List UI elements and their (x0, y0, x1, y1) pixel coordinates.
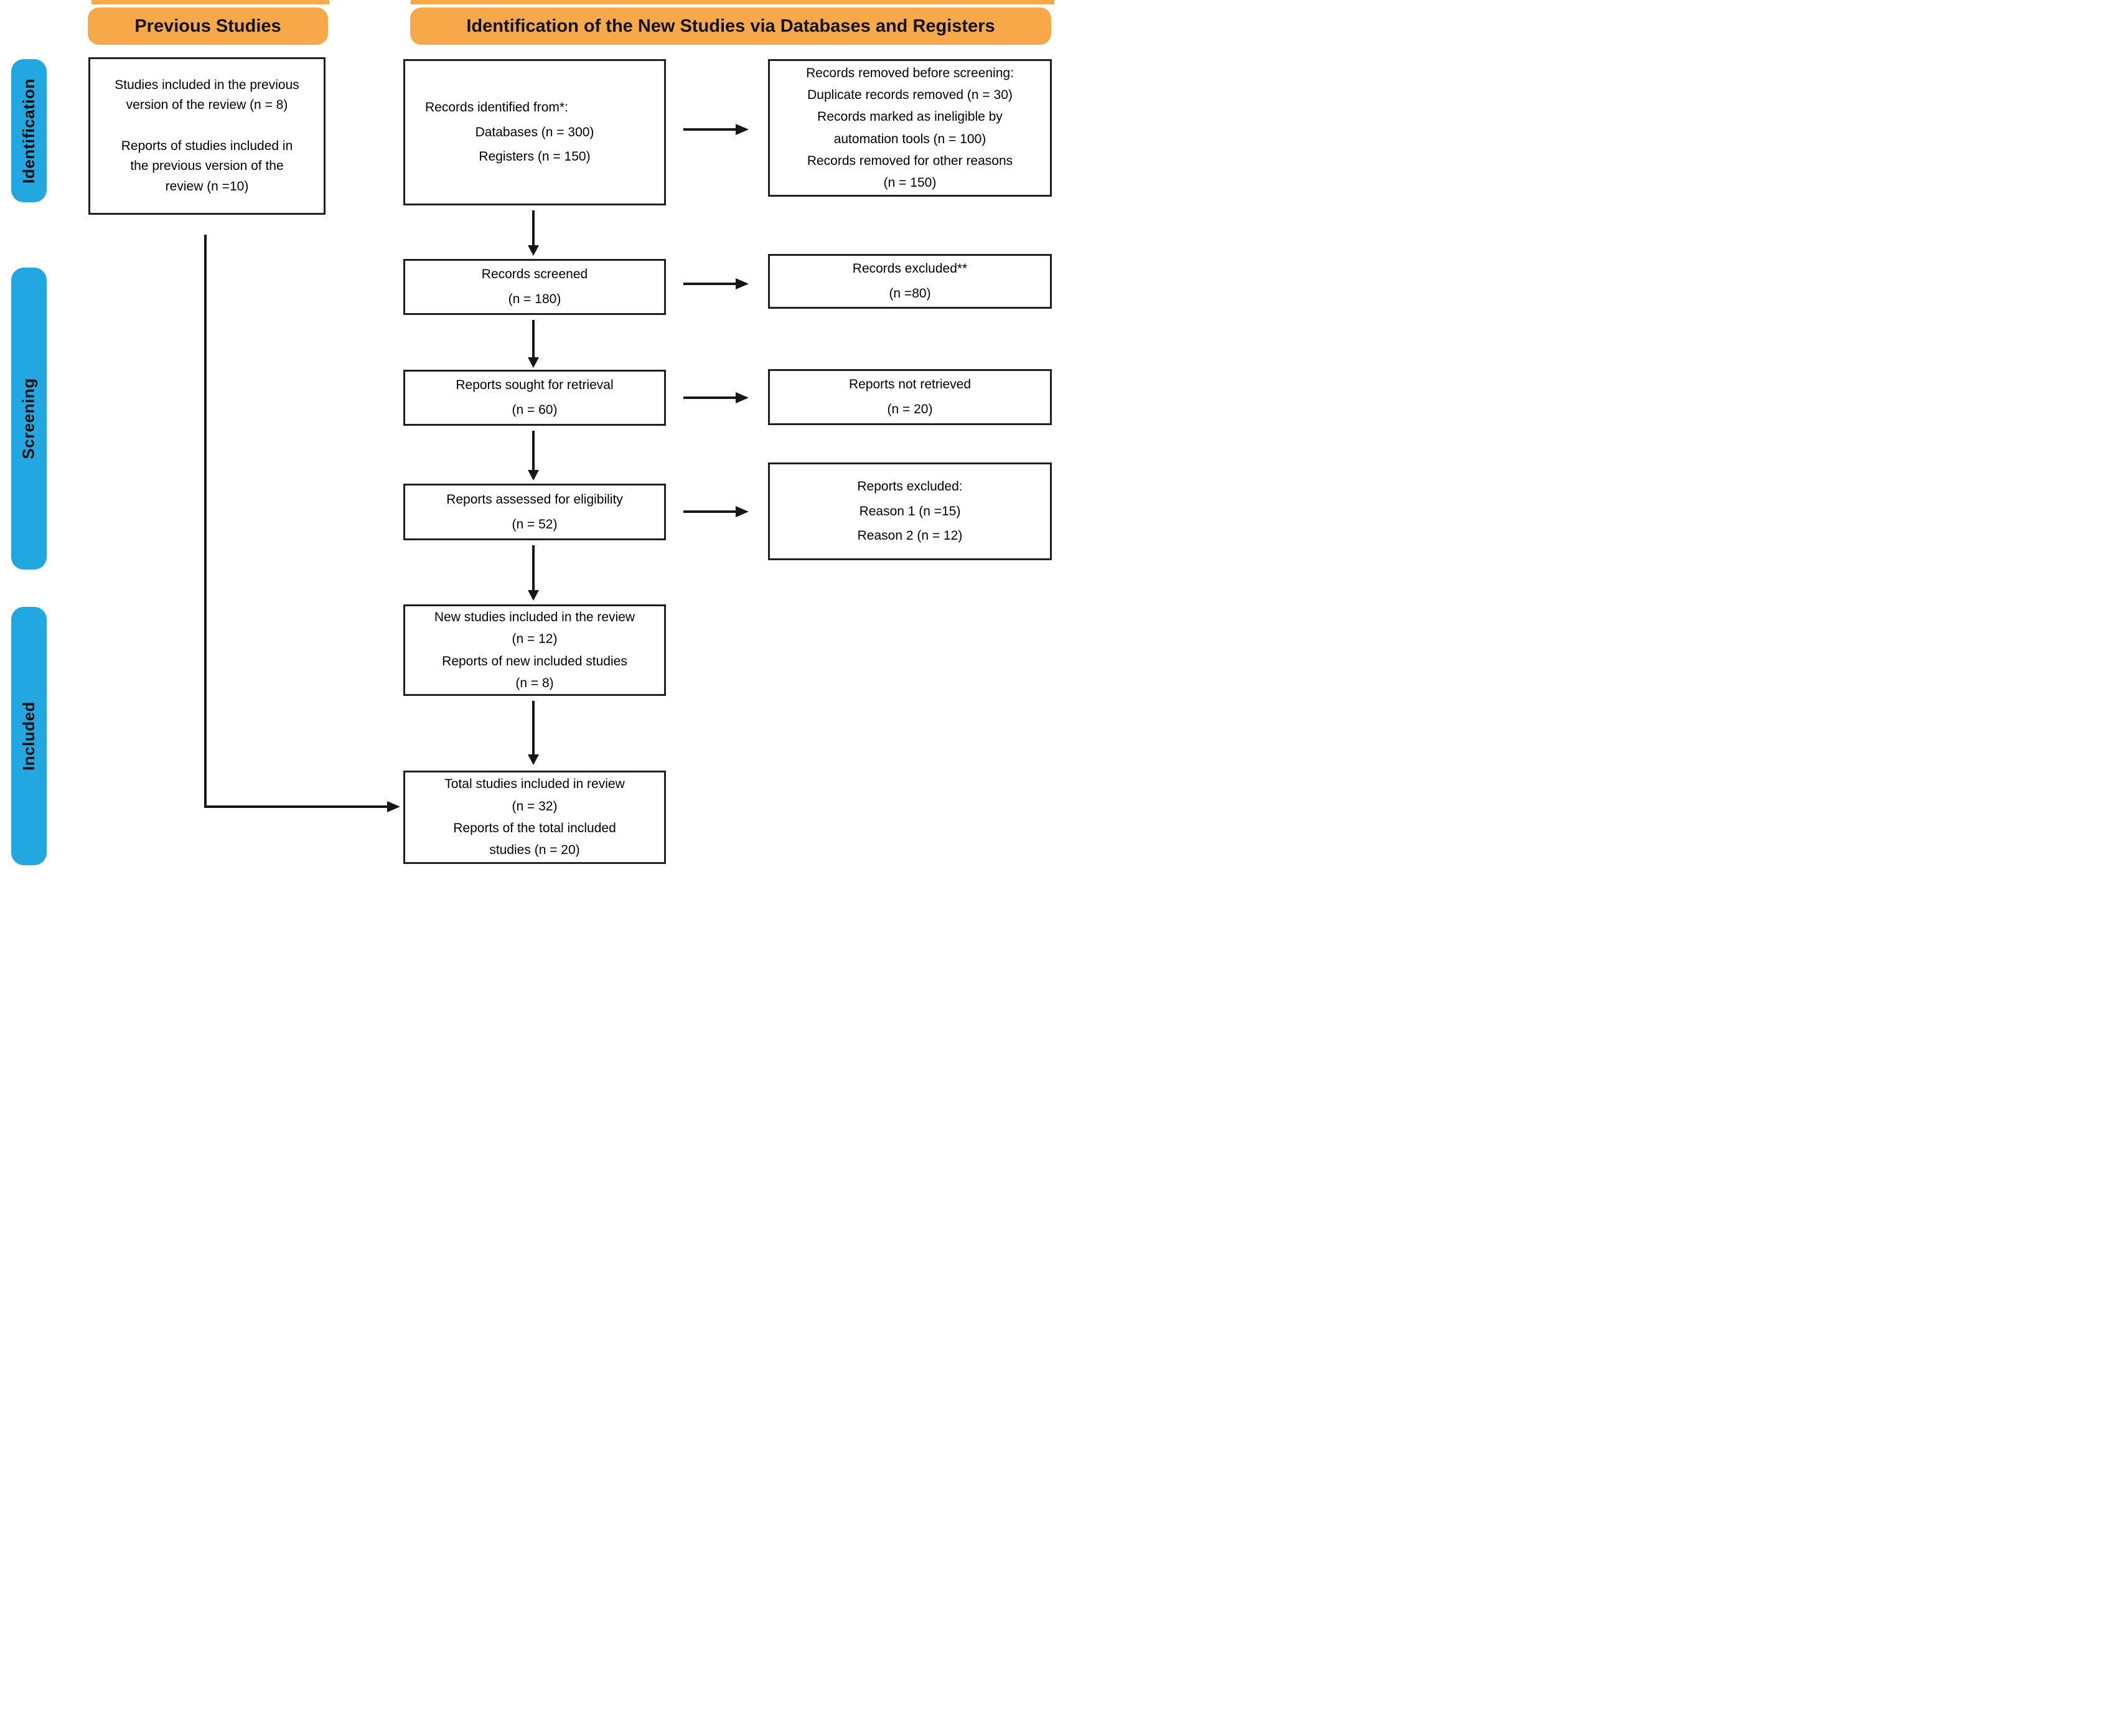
box-records-identified-items: Databases (n = 300) Registers (n = 150) (475, 124, 594, 164)
box-new-studies-included: New studies included in the review (n = … (403, 604, 666, 696)
header-new-studies: Identification of the New Studies via Da… (410, 7, 1051, 45)
stage-label-identification: Identification (11, 59, 47, 202)
prisma-flow-diagram: Previous Studies Identification of the N… (0, 0, 1054, 868)
box-reports-not-retrieved: Reports not retrieved (n = 20) (768, 369, 1052, 425)
box-total-studies-included: Total studies included in review (n = 32… (403, 771, 666, 864)
box-previous-studies: Studies included in the previous version… (88, 57, 326, 215)
box-records-identified: Records identified from*: Databases (n =… (403, 59, 666, 205)
header-previous-studies: Previous Studies (88, 7, 328, 45)
box-records-removed: Records removed before screening: Duplic… (768, 59, 1052, 197)
stage-label-included-text: Included (19, 701, 38, 771)
box-records-excluded: Records excluded** (n =80) (768, 254, 1052, 309)
top-strip-new-studies (411, 0, 1054, 4)
stage-label-screening-text: Screening (19, 378, 38, 459)
box-reports-assessed: Reports assessed for eligibility (n = 52… (403, 484, 666, 540)
header-new-studies-label: Identification of the New Studies via Da… (466, 16, 995, 36)
box-records-screened: Records screened (n = 180) (403, 259, 666, 315)
top-strip-previous (91, 0, 329, 4)
box-reports-sought: Reports sought for retrieval (n = 60) (403, 370, 666, 426)
stage-label-included: Included (11, 607, 47, 865)
box-records-identified-intro: Records identified from*: (425, 100, 568, 115)
stage-label-screening: Screening (11, 268, 47, 570)
stage-label-identification-text: Identification (19, 78, 38, 184)
header-previous-studies-label: Previous Studies (134, 16, 281, 36)
box-reports-excluded: Reports excluded: Reason 1 (n =15) Reaso… (768, 462, 1052, 560)
